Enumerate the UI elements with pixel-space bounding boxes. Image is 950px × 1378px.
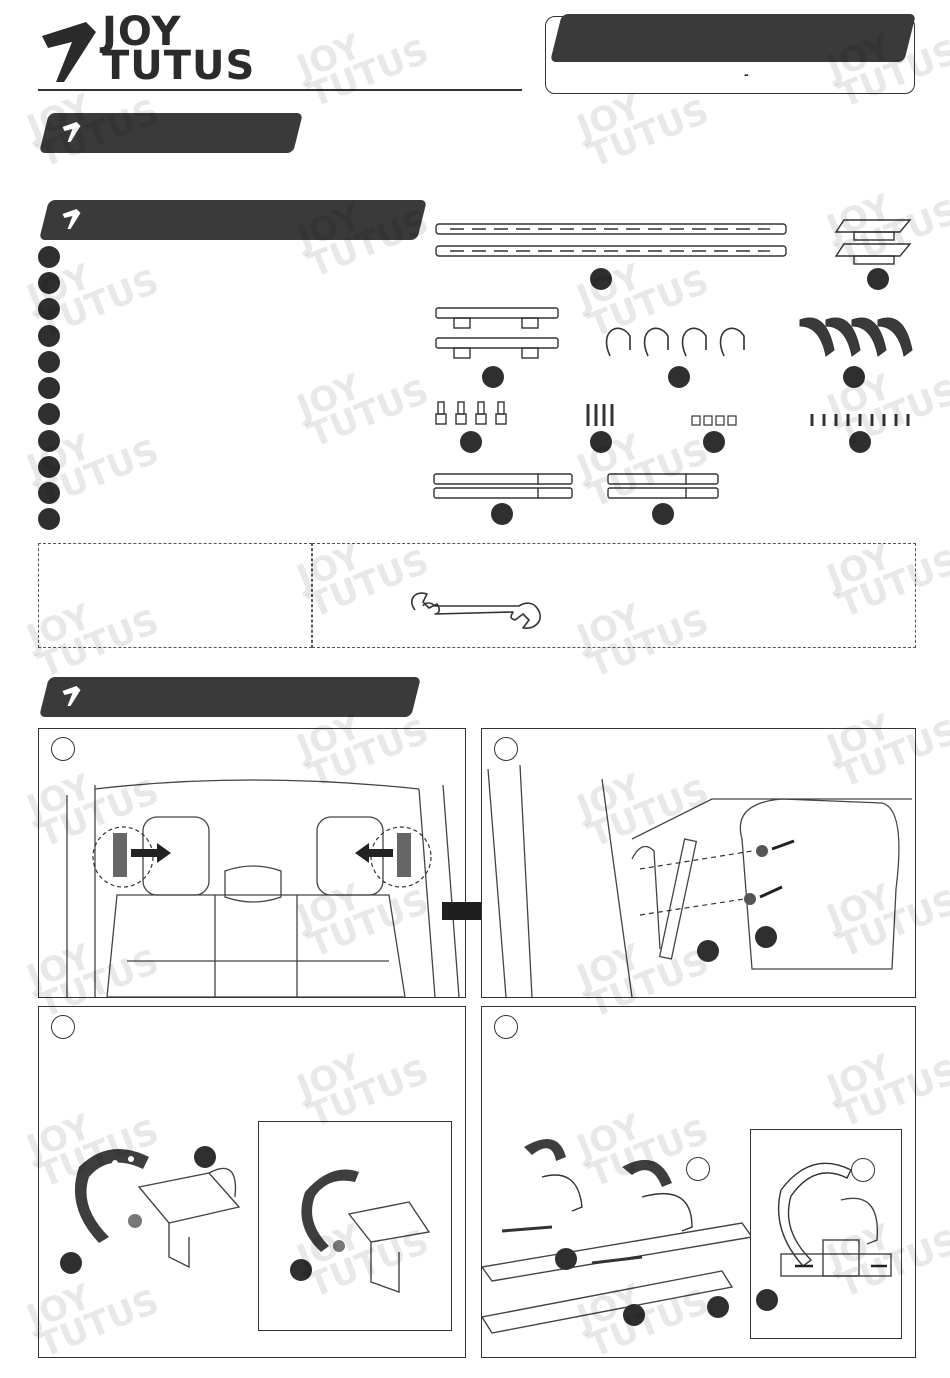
parts-list-bullet	[38, 482, 60, 504]
step-number-circle	[51, 737, 75, 761]
detail-inset-step-3	[258, 1121, 452, 1331]
parts-list-bullet	[38, 246, 60, 268]
spacers-part	[691, 415, 737, 426]
part-label-dot	[590, 431, 612, 453]
part-label-dot	[60, 1252, 82, 1274]
product-title-bar	[550, 14, 916, 62]
section-banner-parts	[39, 200, 427, 240]
strap-clamp-assembly-drawing	[60, 1146, 241, 1274]
part-label-dot	[290, 1259, 312, 1281]
part-label-dot	[491, 503, 513, 525]
parts-list-bullet	[38, 430, 60, 452]
logo-line-1: JOY	[102, 9, 182, 55]
detail-inset-step-4	[750, 1129, 902, 1339]
part-label-dot	[590, 268, 612, 290]
part-label-dot	[707, 1296, 729, 1318]
strap-clamp-detail-drawing	[290, 1169, 431, 1293]
install-step-1-panel	[38, 728, 466, 998]
parts-list-bullet	[38, 403, 60, 425]
joytutus-logo-icon	[42, 22, 96, 82]
part-label-dot	[867, 268, 889, 290]
parts-list-bullet	[38, 351, 60, 373]
long-bars-part	[435, 223, 787, 257]
part-label-dot	[849, 431, 871, 453]
truck-cab-interior-drawing	[66, 779, 460, 997]
tools-box-left	[38, 543, 312, 648]
section-banner-install	[39, 677, 421, 717]
knobs-part	[435, 401, 507, 425]
product-code-separator: -	[744, 66, 749, 82]
short-straps-part	[607, 473, 719, 499]
mount-plates-part	[834, 219, 912, 265]
parts-list-bullet	[38, 456, 60, 478]
rubber-straps-part	[799, 317, 913, 357]
part-label-dot	[194, 1146, 216, 1168]
joytutus-mark-icon	[62, 121, 82, 149]
parts-list-bullet	[38, 272, 60, 294]
part-label-dot	[703, 431, 725, 453]
part-label-dot	[623, 1304, 645, 1326]
parts-list	[38, 246, 64, 530]
part-label-dot	[555, 1248, 577, 1270]
part-label-dot	[697, 940, 719, 962]
install-step-3-panel	[38, 1006, 466, 1358]
part-label-dot	[843, 366, 865, 388]
wrench-icon	[411, 592, 541, 629]
parts-list-bullet	[38, 377, 60, 399]
parts-illustration	[433, 219, 913, 525]
part-label-dot	[756, 1289, 778, 1311]
joytutus-mark-icon	[62, 685, 82, 713]
logo-line-2: TUTUS	[102, 43, 256, 89]
section-banner-1	[39, 113, 303, 153]
headrest-mount-drawing	[487, 764, 912, 997]
clamp-rail-assembly-drawing	[482, 1139, 752, 1334]
tools-box-right	[312, 543, 916, 648]
short-screws-part	[810, 414, 910, 426]
step-callout-circle	[686, 1157, 710, 1181]
hook-clamps-part	[605, 327, 745, 357]
install-step-2-panel	[481, 728, 916, 998]
parts-list-bullet	[38, 325, 60, 347]
clamp-adjust-detail-drawing	[756, 1162, 892, 1311]
step-number-circle	[494, 737, 518, 761]
parts-list-bullet	[38, 508, 60, 530]
long-straps-part	[433, 473, 573, 499]
part-label-dot	[652, 503, 674, 525]
part-label-dot	[755, 926, 777, 948]
part-label-dot	[460, 431, 482, 453]
brand-logo: JOY TUTUS	[38, 9, 254, 86]
part-label-dot	[668, 366, 690, 388]
step-number-circle	[51, 1015, 75, 1039]
parts-list-bullet	[38, 298, 60, 320]
install-step-4-panel	[481, 1006, 916, 1358]
step-number-circle	[494, 1015, 518, 1039]
long-bolts-part	[586, 404, 614, 426]
short-rails-part	[435, 307, 559, 359]
step-callout-circle	[851, 1158, 875, 1182]
part-label-dot	[482, 366, 504, 388]
joytutus-mark-icon	[62, 208, 82, 236]
header-rule	[38, 89, 522, 91]
